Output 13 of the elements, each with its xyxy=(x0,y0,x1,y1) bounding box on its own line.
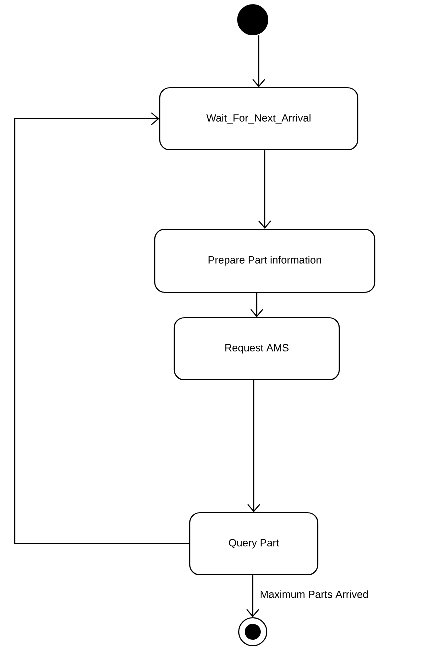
edge-label: Maximum Parts Arrived xyxy=(259,590,370,600)
arrow xyxy=(258,150,272,229)
state-box: Query Part xyxy=(189,512,319,576)
arrow xyxy=(252,36,266,88)
arrow xyxy=(248,380,260,512)
arrow xyxy=(246,576,260,618)
state-box: Request AMS xyxy=(174,317,340,381)
initial-state-dot xyxy=(237,4,269,36)
state-box: Wait_For_Next_Arrival xyxy=(159,87,359,151)
final-state-symbol xyxy=(238,617,268,647)
state-box: Prepare Part information xyxy=(154,228,376,294)
arrow xyxy=(14,112,190,545)
arrow xyxy=(250,293,264,318)
